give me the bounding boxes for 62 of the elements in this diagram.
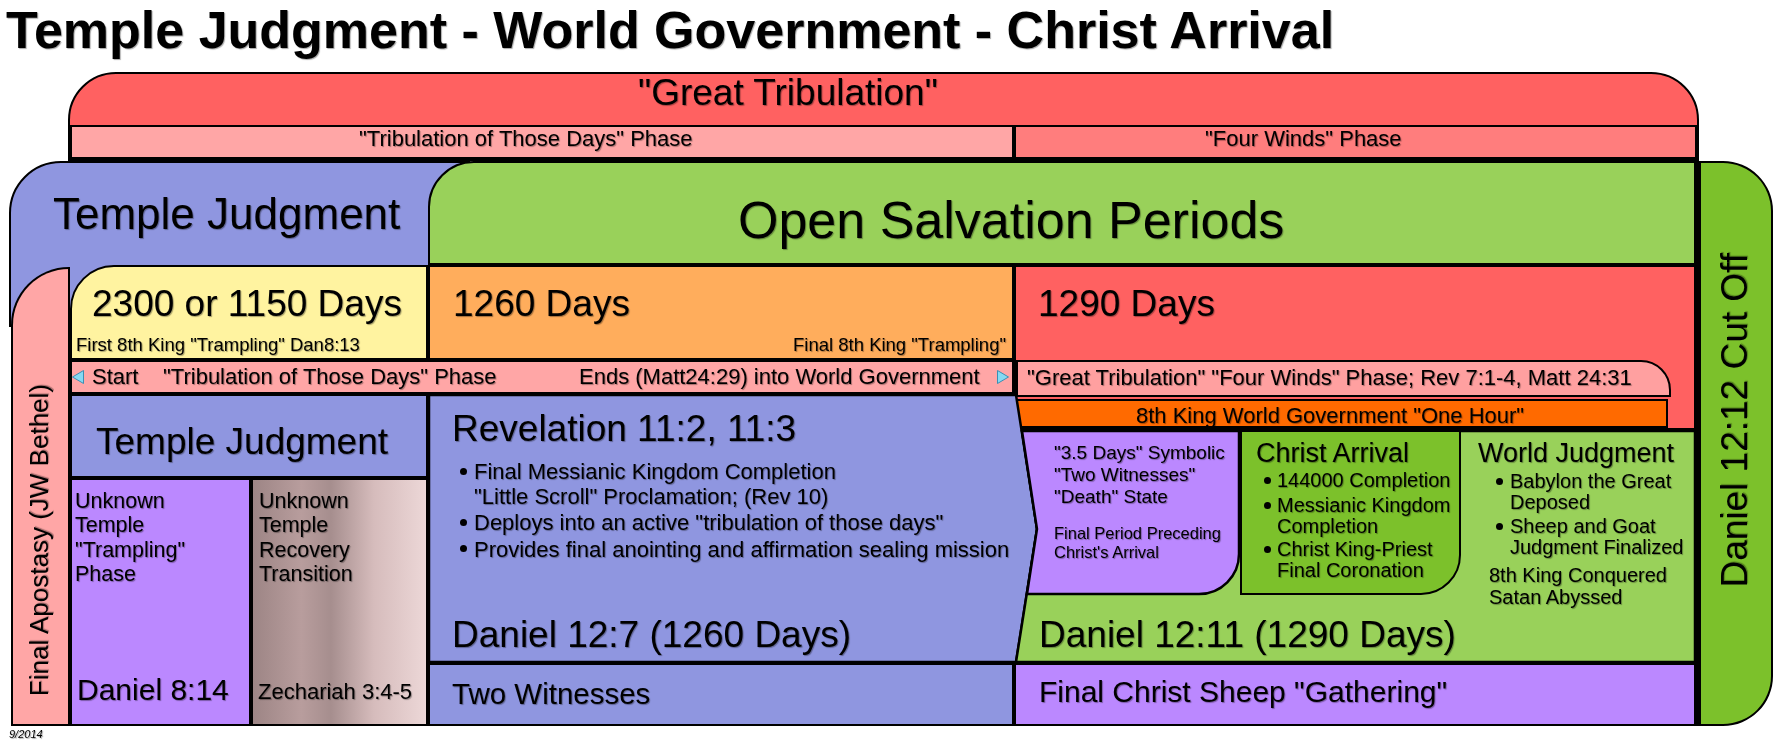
tribulation-header-band	[68, 72, 1699, 161]
phase-band	[1016, 360, 1671, 397]
side-band	[1696, 161, 1773, 726]
period-header-panel	[428, 161, 1696, 265]
section-heading: Temple Judgment	[96, 421, 389, 462]
scripture-reference: Zechariah 3:4-5	[258, 678, 413, 704]
period-subtitle: Final 8th King "Trampling"	[793, 334, 1006, 355]
bullet-text: Messianic Kingdom Completion	[1277, 494, 1452, 537]
scripture-reference: Daniel 12:11 (1290 Days)	[1039, 614, 1456, 655]
phase-label: "Tribulation of Those Days" Phase	[359, 127, 693, 152]
timeline-label: Start	[92, 365, 139, 390]
period-panel	[1014, 430, 1696, 663]
bullet-text: 144000 Completion	[1277, 469, 1452, 491]
phase-label: "Four Winds" Phase	[1205, 127, 1402, 152]
bar-label: 8th King World Government "One Hour"	[1136, 403, 1525, 427]
scripture-reference: Daniel 8:14	[77, 672, 229, 706]
section-header-panel	[70, 394, 428, 478]
phase-label: "Great Tribulation" "Four Winds" Phase; Rev 7:1-4, Matt 24:31	[1027, 364, 1632, 390]
vertical-label: Daniel 12:12 Cut Off	[1715, 253, 1755, 588]
side-band	[11, 267, 70, 726]
timeline-label: "Tribulation of Those Days" Phase	[163, 365, 497, 390]
government-bar	[1016, 399, 1668, 428]
phase-band	[1014, 125, 1697, 159]
period-heading: 2300 or 1150 Days	[92, 283, 402, 324]
section-heading: Christ Arrival	[1256, 437, 1410, 468]
state-text: "3.5 Days" Symbolic "Two Witnesses" "Death" State	[1054, 442, 1226, 508]
period-heading: 1290 Days	[1038, 283, 1215, 324]
bullet-text: Christ King-Priest Final Coronation	[1277, 538, 1434, 581]
bullet-text: Babylon the Great Deposed	[1510, 470, 1673, 513]
note-text: Final Period Preceding Christ's Arrival	[1054, 523, 1222, 562]
section-heading: Temple Judgment	[53, 190, 401, 239]
event-box	[1240, 430, 1461, 595]
period-box	[70, 265, 428, 360]
period-heading: 1260 Days	[453, 283, 630, 324]
bar-label: Two Witnesses	[452, 677, 651, 710]
band-title: "Great Tribulation"	[638, 73, 938, 113]
bullet-text: Deploys into an active "tribulation of those days"	[474, 509, 944, 535]
period-subtitle: First 8th King "Trampling" Dan8:13	[76, 334, 360, 355]
bullet-text: Provides final anointing and affirmation sealing mission	[474, 536, 1010, 562]
phase-band	[70, 125, 1014, 159]
phase-column	[70, 478, 251, 726]
state-box	[1018, 430, 1240, 595]
timeline-band	[70, 360, 1014, 394]
period-box	[1014, 265, 1696, 430]
timeline-label: Ends (Matt24:29) into World Government	[579, 365, 980, 390]
footer-bar	[428, 663, 1014, 726]
bar-label: Final Christ Sheep "Gathering"	[1039, 674, 1448, 708]
section-heading: Open Salvation Periods	[738, 192, 1285, 249]
footer-bar	[1014, 663, 1696, 726]
bullet-text: Final Messianic Kingdom Completion "Little Scroll" Proclamation; (Rev 10)	[474, 458, 837, 509]
bullet-text: Sheep and Goat Judgment Finalized	[1510, 515, 1685, 558]
column-text: Unknown Temple "Trampling" Phase	[75, 488, 187, 587]
transition-column	[251, 478, 428, 726]
period-box	[428, 265, 1014, 360]
note-text: 8th King Conquered Satan Abyssed	[1489, 564, 1668, 609]
scripture-reference: Daniel 12:7 (1260 Days)	[452, 614, 851, 655]
column-text: Unknown Temple Recovery Transition	[259, 488, 354, 587]
date-label: 9/2014	[9, 727, 43, 741]
diagram-title: Temple Judgment - World Government - Christ Arrival	[6, 2, 1335, 59]
section-heading: Revelation 11:2, 11:3	[452, 408, 797, 449]
section-heading: World Judgment	[1478, 437, 1675, 468]
vertical-label: Final Apostasy (JW Bethel)	[25, 384, 53, 697]
